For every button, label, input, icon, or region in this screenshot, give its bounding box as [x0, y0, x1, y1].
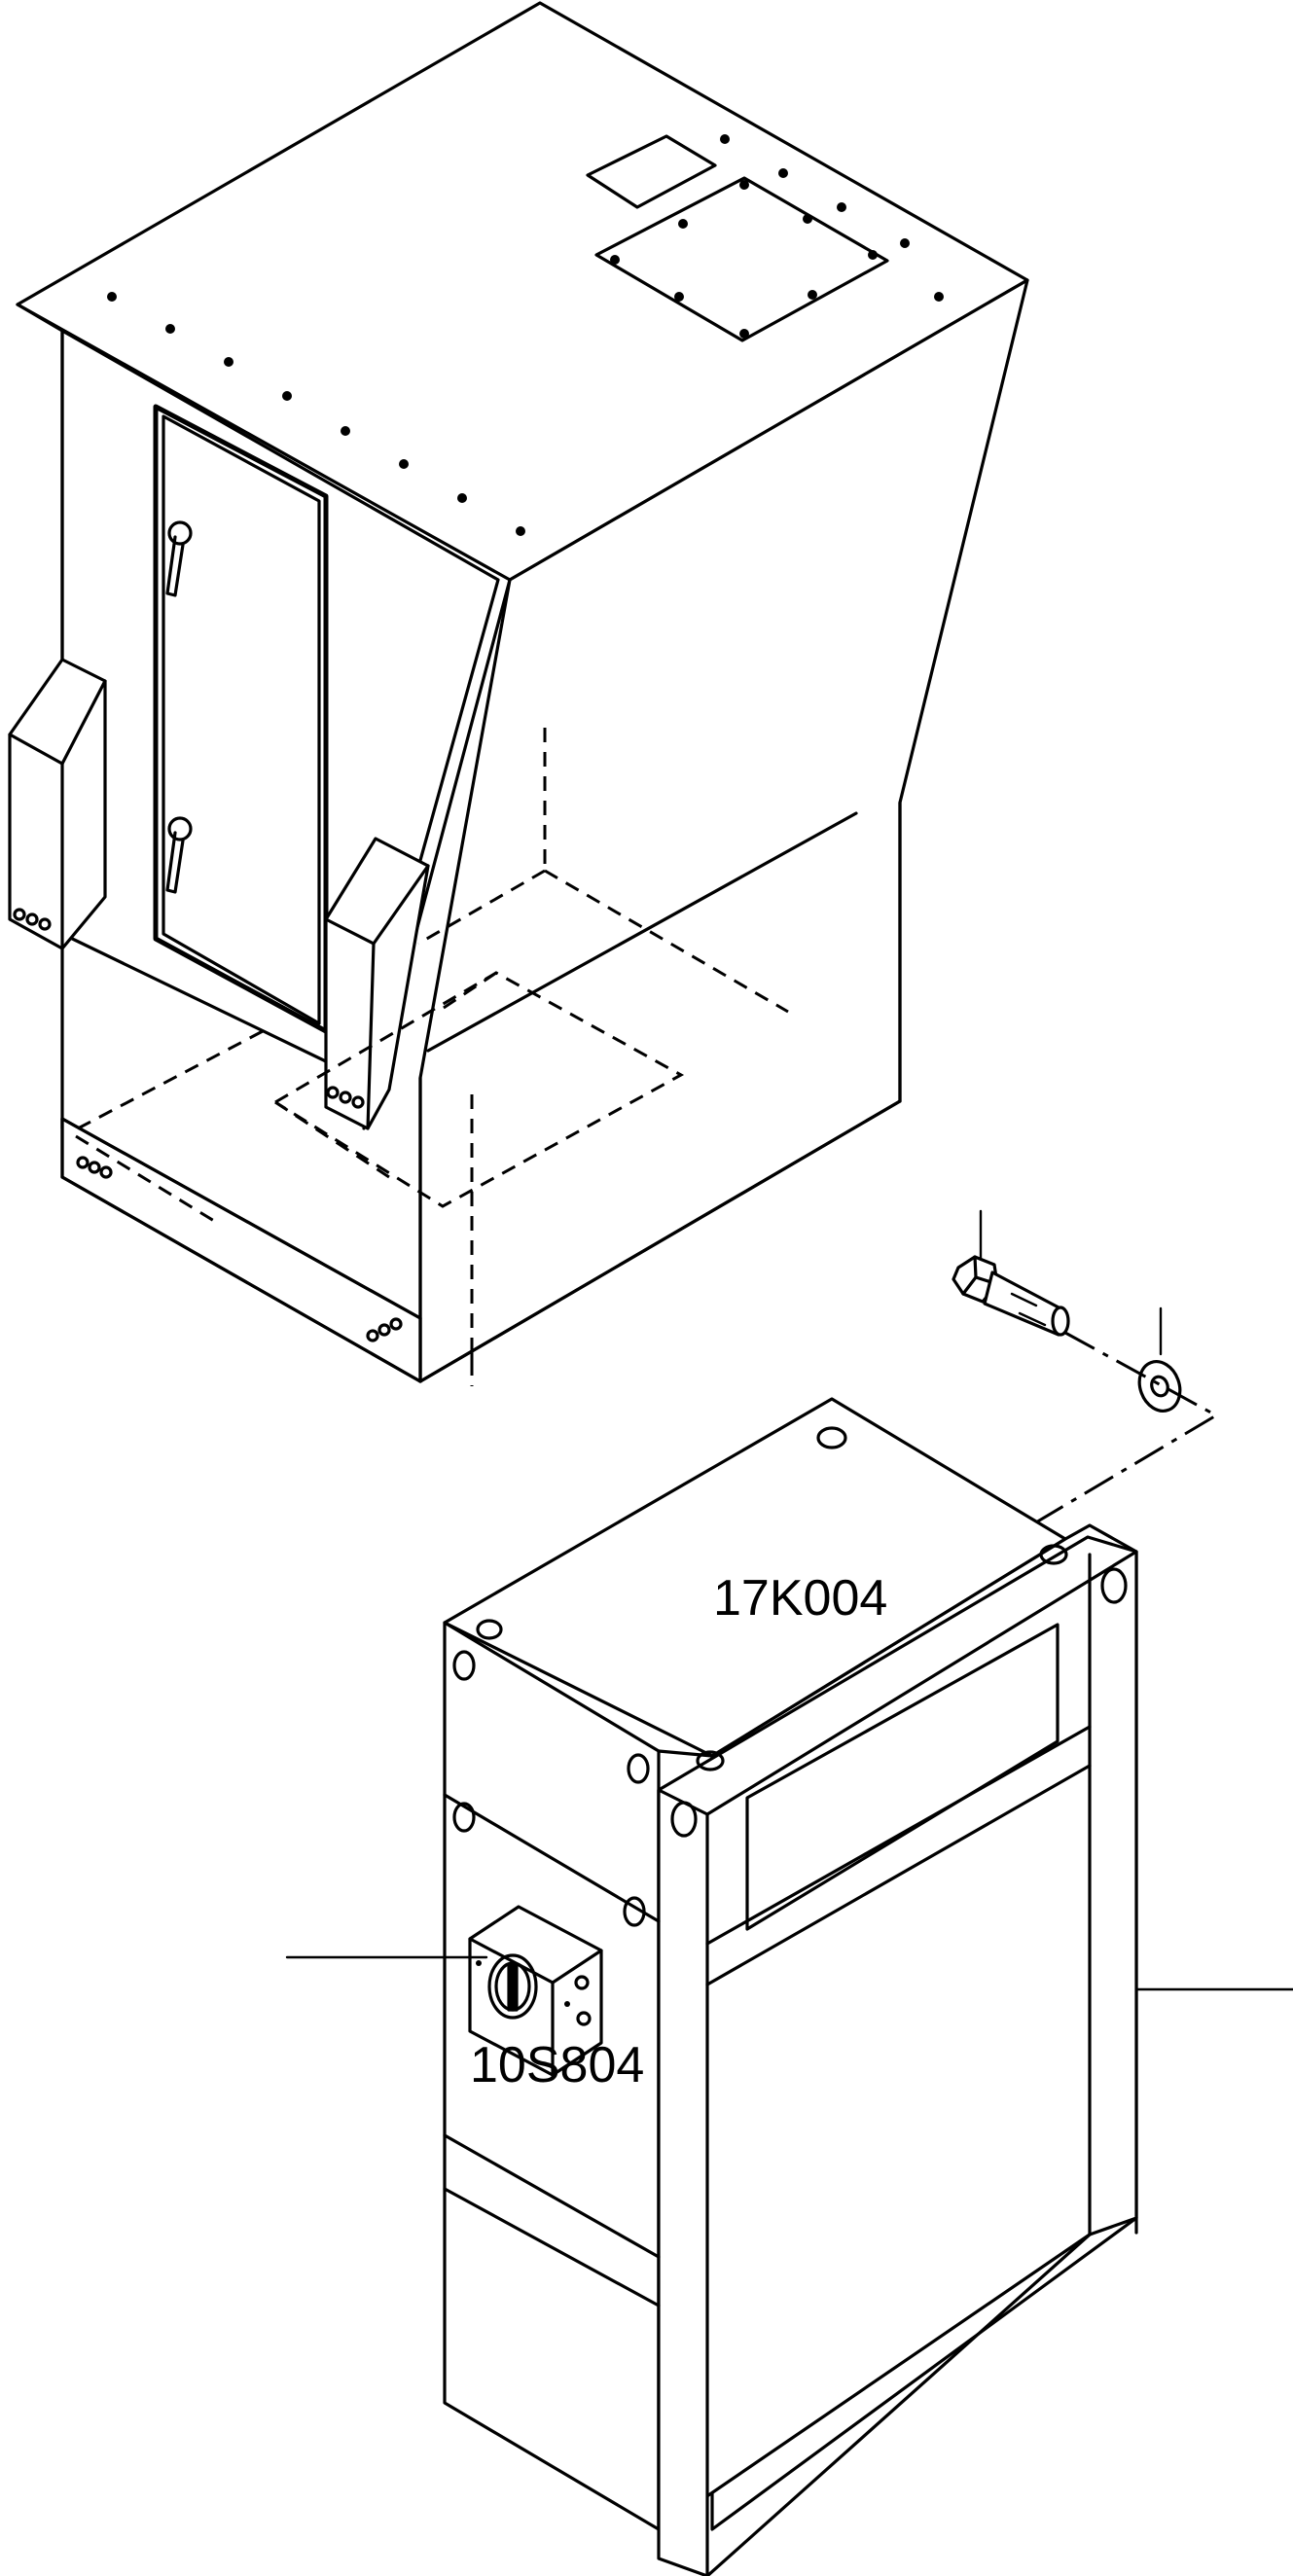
roof-hatch-small	[586, 134, 717, 209]
controller-label: 17K004	[713, 1570, 887, 1627]
door-handle-icon	[165, 816, 193, 894]
switch-label: 10S804	[470, 2037, 644, 2093]
bolt-icon	[952, 1209, 1070, 1337]
controller-box	[443, 1397, 1138, 2576]
mounting-holes	[452, 1426, 1128, 1927]
controller-window	[745, 1623, 1060, 1931]
roof-bolts	[107, 134, 944, 536]
washer-icon	[1137, 1306, 1182, 1413]
cabin-enclosure	[8, 1, 1029, 1383]
main-switch-icon	[468, 1905, 603, 2077]
bolt-assembly-line	[1017, 1331, 1220, 1554]
side-box-right	[324, 837, 430, 1130]
door-handle-icon	[165, 520, 193, 597]
roof-hatch	[594, 176, 889, 342]
hidden-lines	[77, 728, 789, 1362]
side-box-left	[8, 658, 107, 950]
